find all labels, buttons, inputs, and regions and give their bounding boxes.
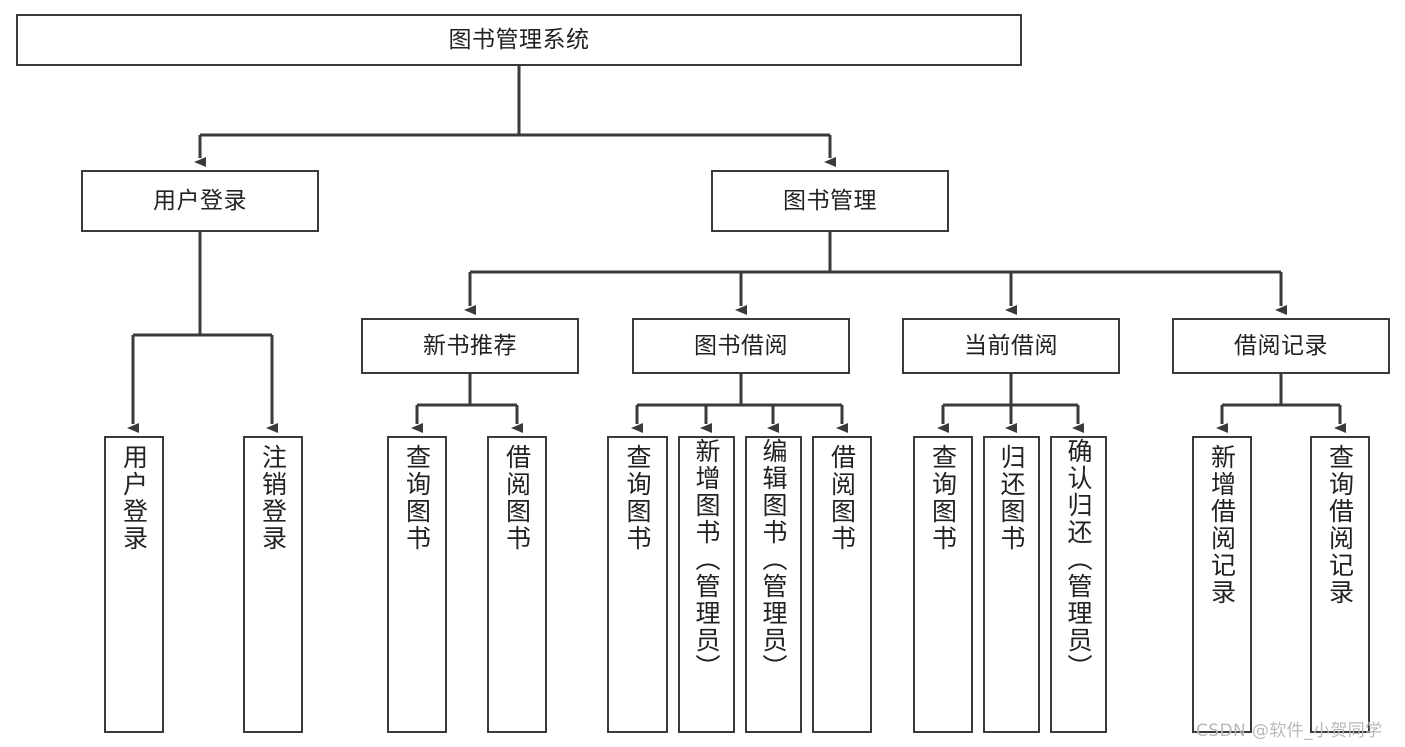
node-leaf-confirm-return-admin[interactable]: 确认归还（管理员）	[1050, 436, 1107, 733]
node-root[interactable]: 图书管理系统	[16, 14, 1022, 66]
node-leaf-return-book-label: 归还图书	[997, 444, 1026, 552]
node-leaf-user-login[interactable]: 用户登录	[104, 436, 164, 733]
csdn-watermark: CSDN @软件_小贺同学	[1196, 721, 1383, 741]
node-leaf-query-book-recommend[interactable]: 查询图书	[387, 436, 447, 733]
node-leaf-query-book-borrow-label: 查询图书	[623, 444, 652, 552]
node-leaf-user-logout-label: 注销登录	[258, 444, 288, 552]
node-book-management-label: 图书管理	[783, 187, 877, 214]
node-borrow-record-label: 借阅记录	[1234, 332, 1328, 359]
node-leaf-add-book-admin-label: 新增图书（管理员）	[692, 438, 721, 681]
node-new-book-recommend[interactable]: 新书推荐	[361, 318, 579, 374]
node-leaf-add-book-admin[interactable]: 新增图书（管理员）	[678, 436, 735, 733]
node-book-borrow[interactable]: 图书借阅	[632, 318, 850, 374]
node-leaf-edit-book-admin-label: 编辑图书（管理员）	[759, 438, 788, 681]
node-leaf-borrow-book-recommend-label: 借阅图书	[502, 444, 532, 552]
node-leaf-edit-book-admin[interactable]: 编辑图书（管理员）	[745, 436, 802, 733]
node-user-login-label: 用户登录	[153, 187, 247, 214]
node-current-borrow-label: 当前借阅	[964, 332, 1058, 359]
node-root-label: 图书管理系统	[448, 26, 590, 53]
node-book-borrow-label: 图书借阅	[694, 332, 788, 359]
node-new-book-recommend-label: 新书推荐	[423, 332, 517, 359]
node-book-management[interactable]: 图书管理	[711, 170, 949, 232]
node-leaf-query-book-recommend-label: 查询图书	[402, 444, 432, 552]
node-leaf-query-borrow-record-label: 查询借阅记录	[1325, 444, 1355, 606]
node-leaf-query-book-current[interactable]: 查询图书	[913, 436, 973, 733]
node-user-login[interactable]: 用户登录	[81, 170, 319, 232]
node-leaf-query-book-borrow[interactable]: 查询图书	[607, 436, 668, 733]
node-leaf-borrow-book-recommend[interactable]: 借阅图书	[487, 436, 547, 733]
node-borrow-record[interactable]: 借阅记录	[1172, 318, 1390, 374]
node-leaf-user-login-label: 用户登录	[119, 444, 149, 552]
node-leaf-add-borrow-record[interactable]: 新增借阅记录	[1192, 436, 1252, 733]
node-leaf-confirm-return-admin-label: 确认归还（管理员）	[1064, 438, 1093, 681]
node-leaf-return-book[interactable]: 归还图书	[983, 436, 1040, 733]
node-leaf-borrow-book[interactable]: 借阅图书	[812, 436, 872, 733]
node-leaf-query-borrow-record[interactable]: 查询借阅记录	[1310, 436, 1370, 733]
node-leaf-add-borrow-record-label: 新增借阅记录	[1207, 444, 1237, 606]
node-leaf-user-logout[interactable]: 注销登录	[243, 436, 303, 733]
node-current-borrow[interactable]: 当前借阅	[902, 318, 1120, 374]
node-leaf-borrow-book-label: 借阅图书	[827, 444, 857, 552]
node-leaf-query-book-current-label: 查询图书	[928, 444, 958, 552]
